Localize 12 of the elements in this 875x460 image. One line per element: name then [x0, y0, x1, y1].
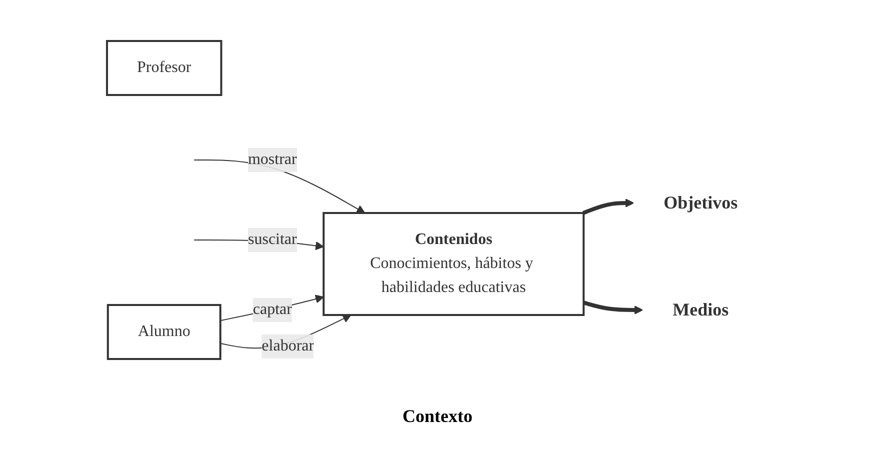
- node-box: Contenidos Conocimientos, hábitos y habilidades educativas: [322, 212, 585, 316]
- node-box: Alumno: [107, 304, 222, 360]
- edge-label: captar: [253, 301, 292, 318]
- node-box: Profesor: [106, 40, 222, 96]
- node-text: Objetivos: [664, 192, 738, 212]
- edge-label: elaborar: [262, 337, 314, 354]
- arrow: [583, 300, 644, 314]
- node-text: Medios: [672, 300, 729, 320]
- edge-label: suscitar: [248, 231, 298, 248]
- edge-label: mostrar: [248, 151, 298, 168]
- context-label: Contexto: [402, 406, 472, 427]
- arrow: [582, 198, 634, 215]
